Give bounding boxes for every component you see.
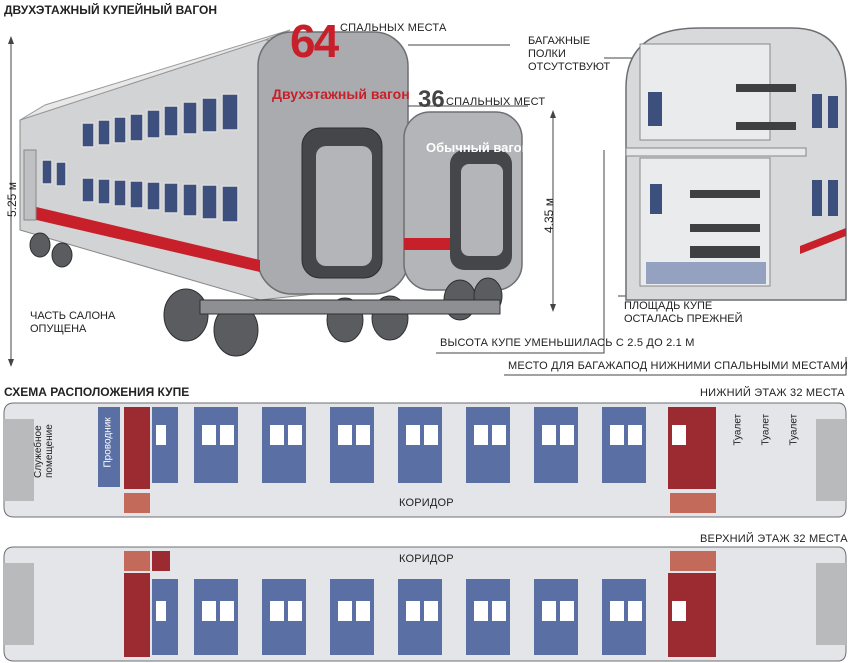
- car-illustration: [8, 27, 847, 376]
- luggage-place-callout: МЕСТО ДЛЯ БАГАЖАПОД НИЖНИМИ СПАЛЬНЫМИ МЕ…: [508, 360, 849, 372]
- toilet-label-1: Туалет: [732, 413, 744, 446]
- lower-corridor-label: КОРИДОР: [399, 497, 454, 509]
- double-car-seats-label: СПАЛЬНЫХ МЕСТА: [340, 22, 447, 34]
- regular-car-seats-label: СПАЛЬНЫХ МЕСТ: [446, 96, 546, 108]
- toilet-label-3: Туалет: [788, 413, 800, 446]
- upper-corridor-label: КОРИДОР: [399, 553, 454, 565]
- upper-floor-plan: [3, 546, 847, 662]
- bogies: [29, 232, 503, 357]
- conductor-room: [98, 407, 120, 487]
- scheme-title: СХЕМА РАСПОЛОЖЕНИЯ КУПЕ: [4, 385, 190, 399]
- floor-plans: [3, 402, 847, 662]
- regular-car-seats-number: 36: [418, 86, 445, 113]
- height-dimension-double: [8, 36, 14, 367]
- height-dimension-regular: [550, 110, 556, 312]
- area-same-callout: ПЛОЩАДЬ КУПЕ ОСТАЛАСЬ ПРЕЖНЕЙ: [624, 300, 743, 325]
- lowered-part-callout: ЧАСТЬ САЛОНА ОПУЩЕНА: [30, 310, 116, 335]
- height-reduced-callout: ВЫСОТА КУПЕ УМЕНЬШИЛАСЬ С 2.5 ДО 2.1 М: [440, 337, 695, 349]
- double-deck-car: [19, 29, 409, 301]
- toilet-label-2: Туалет: [760, 413, 772, 446]
- lower-floor-plan: [3, 402, 847, 518]
- regular-car-name: Обычный вагон: [426, 140, 530, 155]
- no-shelves-callout: БАГАЖНЫЕ ПОЛКИ ОТСУТСТВУЮТ: [528, 35, 611, 73]
- compartment-section: [625, 27, 847, 301]
- double-car-name: Двухэтажный вагон: [272, 86, 410, 102]
- upper-compartments: [152, 579, 686, 655]
- page-title: ДВУХЭТАЖНЫЙ КУПЕЙНЫЙ ВАГОН: [4, 3, 218, 17]
- double-car-height-label: 5.25 м: [5, 182, 19, 217]
- double-car-seats-number: 64: [290, 15, 339, 67]
- service-room-label: Служебное помещение: [33, 424, 55, 478]
- regular-car-height-label: 4.35 м: [542, 198, 556, 233]
- upper-floor-title: ВЕРХНИЙ ЭТАЖ 32 МЕСТА: [700, 533, 848, 545]
- regular-car: [403, 111, 523, 291]
- lower-compartments: [152, 407, 686, 483]
- lower-floor-title: НИЖНИЙ ЭТАЖ 32 МЕСТА: [700, 387, 845, 399]
- conductor-label: Проводник: [102, 417, 114, 468]
